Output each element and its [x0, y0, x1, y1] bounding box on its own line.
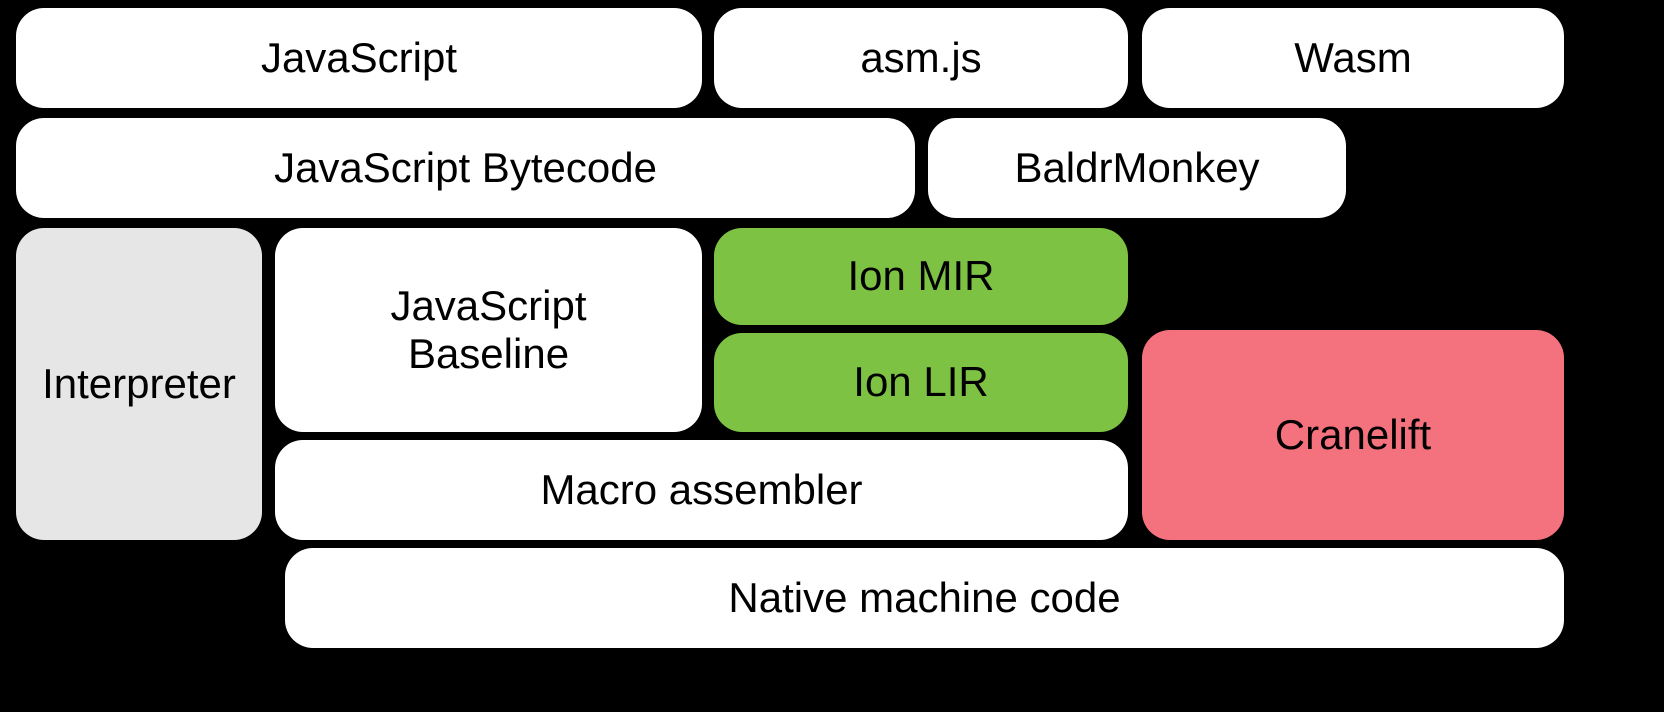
node-interpreter: Interpreter [16, 228, 262, 540]
node-native-machine-code-label: Native machine code [728, 573, 1121, 621]
node-interpreter-label: Interpreter [42, 359, 236, 407]
node-ion-mir: Ion MIR [714, 228, 1128, 325]
node-macro-assembler-label: Macro assembler [540, 465, 863, 513]
node-baldrmonkey: BaldrMonkey [928, 118, 1346, 218]
node-native-machine-code: Native machine code [285, 548, 1564, 648]
node-ion-lir: Ion LIR [714, 333, 1128, 432]
node-javascript-bytecode-label: JavaScript Bytecode [274, 143, 657, 191]
node-baldrmonkey-label: BaldrMonkey [1014, 143, 1260, 191]
node-asmjs: asm.js [714, 8, 1128, 108]
node-wasm-label: Wasm [1294, 33, 1412, 81]
node-javascript-bytecode: JavaScript Bytecode [16, 118, 915, 218]
node-javascript-baseline-label: JavaScript Baseline [390, 281, 587, 377]
node-javascript-label: JavaScript [260, 33, 458, 81]
node-macro-assembler: Macro assembler [275, 440, 1128, 540]
node-ion-mir-label: Ion MIR [847, 252, 995, 300]
node-cranelift-label: Cranelift [1274, 410, 1432, 458]
node-asmjs-label: asm.js [860, 33, 982, 81]
node-javascript-baseline: JavaScript Baseline [275, 228, 702, 432]
node-javascript: JavaScript [16, 8, 702, 108]
node-ion-lir-label: Ion LIR [853, 358, 989, 406]
node-cranelift: Cranelift [1142, 330, 1564, 540]
node-wasm: Wasm [1142, 8, 1564, 108]
